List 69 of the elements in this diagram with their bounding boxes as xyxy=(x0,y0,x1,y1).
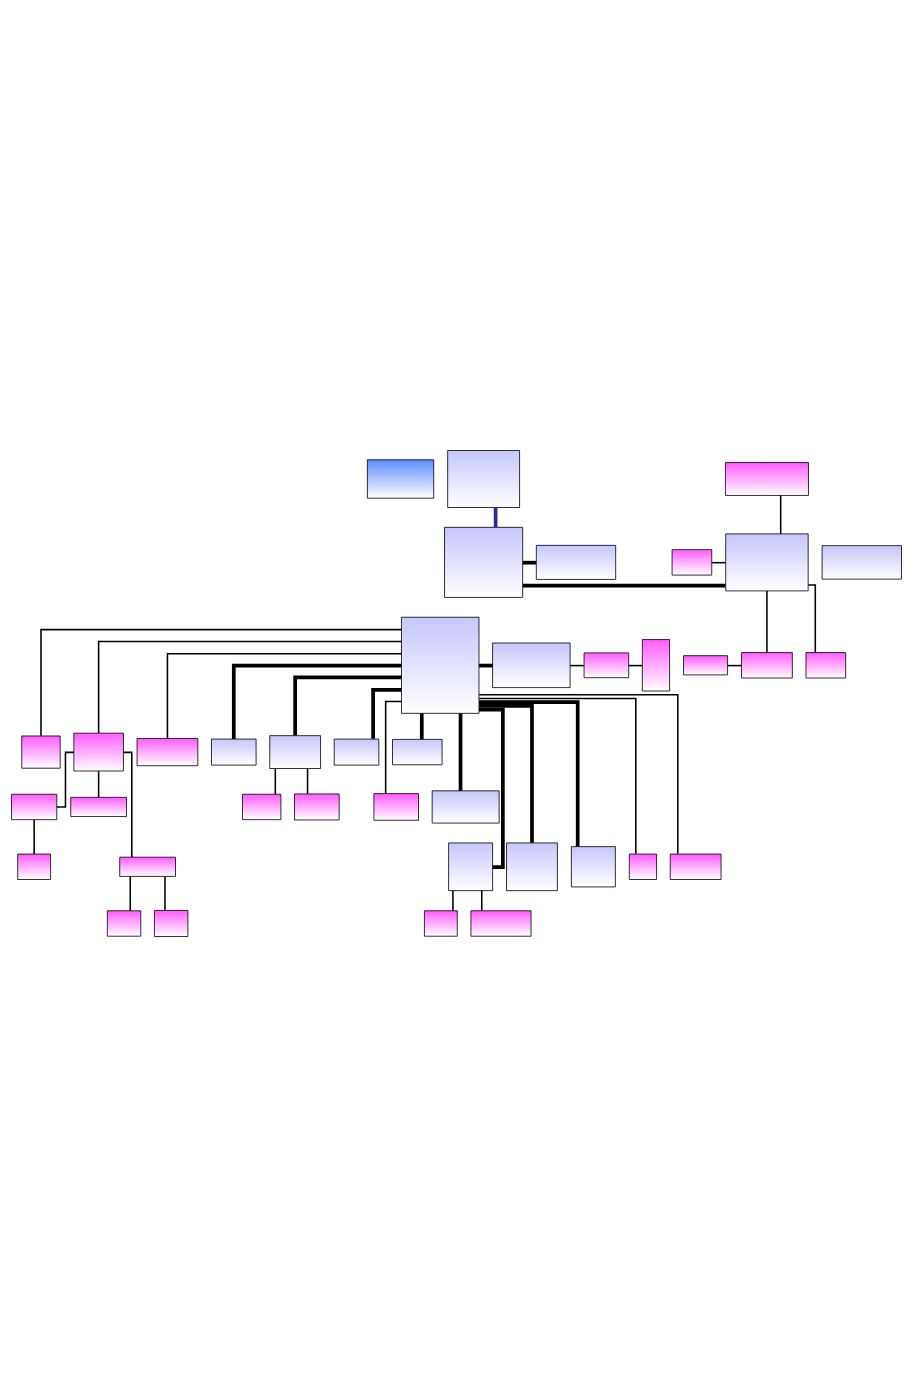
node-box xyxy=(821,545,902,580)
node-box xyxy=(671,549,712,576)
connector xyxy=(97,770,99,799)
connector xyxy=(97,640,402,734)
node-box xyxy=(535,544,616,580)
node-box xyxy=(491,642,570,688)
node-box xyxy=(366,459,434,499)
node-box xyxy=(570,846,616,888)
node-box xyxy=(669,853,721,880)
node-box xyxy=(470,910,531,937)
node-box xyxy=(724,462,809,496)
node-box xyxy=(20,735,61,769)
node-box xyxy=(293,793,340,821)
connector xyxy=(458,713,462,791)
node-box xyxy=(447,842,493,892)
connector xyxy=(384,700,402,795)
node-box xyxy=(628,853,657,880)
node-box xyxy=(72,732,124,772)
connector xyxy=(478,700,580,847)
node-box xyxy=(268,735,321,769)
node-box xyxy=(400,616,479,714)
connector xyxy=(231,663,401,739)
connector xyxy=(480,889,483,912)
node-box xyxy=(724,533,809,592)
connector xyxy=(274,767,276,795)
node-box xyxy=(431,790,500,824)
node-box xyxy=(505,842,558,892)
node-box xyxy=(153,910,188,937)
connector xyxy=(522,583,725,588)
node-box xyxy=(106,910,141,937)
node-box xyxy=(118,856,176,877)
connector xyxy=(451,889,454,912)
connector xyxy=(166,653,402,740)
connector xyxy=(478,707,505,869)
connector xyxy=(122,751,133,858)
connector xyxy=(807,584,816,654)
connector xyxy=(477,693,679,855)
connector xyxy=(55,751,74,808)
node-box xyxy=(16,853,51,880)
node-box xyxy=(423,910,458,937)
node-box xyxy=(641,639,670,692)
connector xyxy=(765,590,768,654)
node-box xyxy=(241,793,281,821)
node-box xyxy=(373,793,419,821)
node-box xyxy=(583,652,629,679)
connector xyxy=(493,507,497,528)
node-box xyxy=(69,796,127,817)
connector xyxy=(39,628,402,737)
node-box xyxy=(805,652,846,679)
connector xyxy=(292,675,401,736)
connector xyxy=(779,494,781,535)
node-box xyxy=(10,793,57,821)
node-box xyxy=(740,652,793,679)
node-box xyxy=(136,738,198,767)
connector xyxy=(128,875,131,912)
connector xyxy=(478,704,534,843)
connector xyxy=(32,819,35,855)
connector xyxy=(477,697,637,855)
node-box xyxy=(391,738,442,766)
node-box xyxy=(682,655,728,676)
connector xyxy=(370,687,401,739)
node-box xyxy=(443,526,523,598)
connector xyxy=(163,875,166,912)
connector xyxy=(419,713,424,740)
node-box xyxy=(446,450,520,508)
node-box xyxy=(333,738,379,766)
connector xyxy=(522,560,536,565)
connector xyxy=(306,767,308,795)
node-box xyxy=(210,738,256,766)
